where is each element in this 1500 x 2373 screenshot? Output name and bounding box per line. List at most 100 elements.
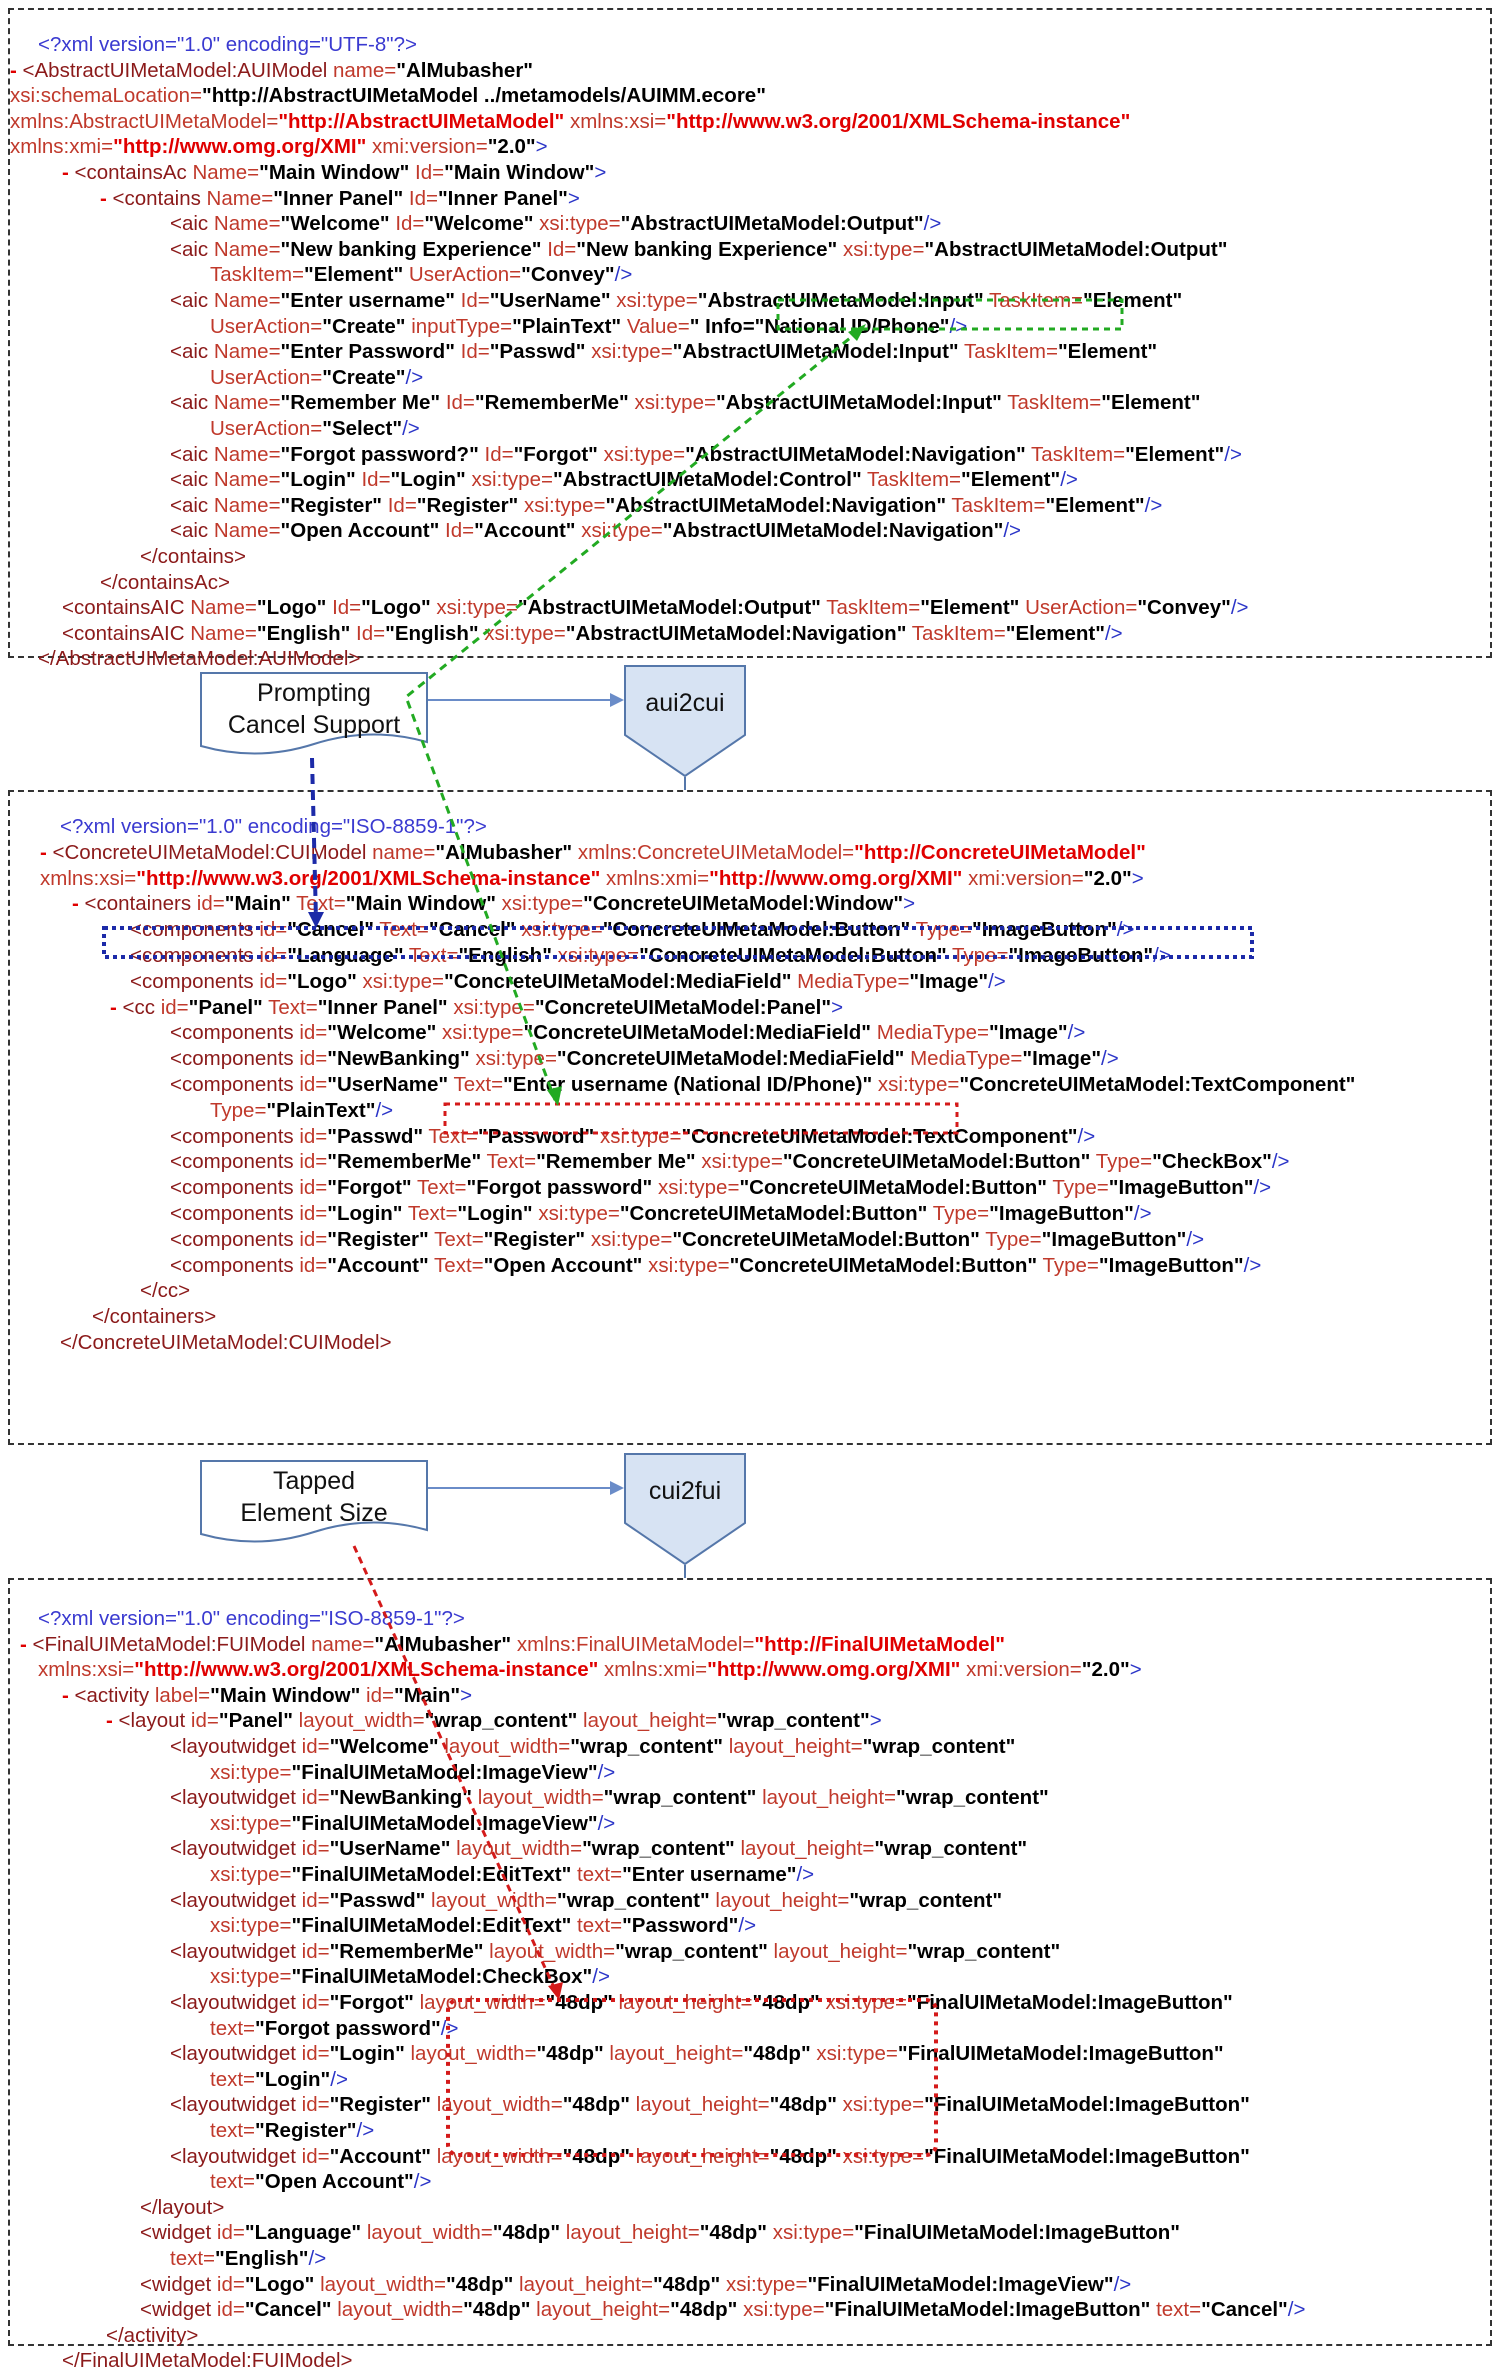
xml-token: "Convey" (521, 263, 615, 287)
xml-token: "48dp" (562, 2093, 630, 2117)
xml-token: /> (988, 969, 1006, 993)
xml-token: "Forgot password" (466, 1176, 653, 1200)
xml-token: /> (405, 365, 424, 389)
xml-token: " Info="National ID/Phone" (689, 314, 950, 338)
aui-xml-listing: <?xml version="1.0" encoding="UTF-8"?>- … (10, 10, 1490, 670)
xml-line: <components id="UserName" Text="Enter us… (170, 1072, 1355, 1097)
xml-token: Id= (439, 519, 475, 543)
xml-token: xsi:type= (628, 391, 716, 415)
xml-token: "Welcome" (280, 212, 390, 236)
xml-token: xsi:type= (819, 1991, 907, 2014)
xml-token: /> (1067, 1021, 1086, 1045)
xml-line: xsi:type="FinalUIMetaModel:ImageView"/> (210, 1811, 615, 1836)
xml-token: Name= (200, 186, 274, 210)
xml-token: "FinalUIMetaModel:EditText" (291, 1863, 572, 1886)
xml-token: xsi:type= (518, 493, 606, 517)
xml-token: Name= (208, 493, 281, 517)
xml-token: id= (293, 1176, 328, 1200)
xml-token: "2.0" (487, 135, 536, 159)
xml-token: Text= (481, 1150, 537, 1174)
xml-token: Name= (186, 161, 260, 184)
xml-token: "FinalUIMetaModel:ImageButton" (897, 2042, 1224, 2066)
xml-token: <aic (170, 289, 209, 312)
xml-token: /> (614, 263, 633, 287)
xml-token: /> (1230, 596, 1249, 620)
xml-token: "48dp" (752, 1991, 820, 2014)
xml-token: layout_width= (361, 2221, 493, 2245)
xml-line: xsi:type="FinalUIMetaModel:EditText" tex… (210, 1862, 814, 1887)
xml-token: "ImageButton" (1098, 1253, 1244, 1277)
xml-token: name= (305, 1632, 375, 1656)
xml-token: <components (170, 1150, 294, 1174)
xml-token: "Forgot" (329, 1991, 414, 2014)
xml-token: "Element" (1083, 289, 1183, 312)
xml-token: "Main Window" (210, 1683, 361, 1707)
xml-token: layout_height= (629, 2093, 770, 2117)
xml-token: Type= (927, 1202, 990, 1225)
xml-token: /> (1144, 493, 1163, 517)
xml-token: "http://www.w3.org/2001/XMLSchema-instan… (666, 109, 1131, 133)
xml-token: <AbstractUIMetaModel:AUIModel (22, 58, 328, 82)
xml-token: Name= (208, 340, 281, 364)
xml-token: <?xml version="1.0" encoding="ISO-8859-1… (38, 1607, 465, 1630)
xml-token: Value= (621, 314, 690, 338)
xml-token: "48dp" (769, 2093, 837, 2117)
xml-token: layout_height= (767, 1939, 908, 1963)
xml-token: <components (170, 1202, 294, 1225)
xml-token: <aic (170, 468, 209, 492)
xml-line: xmlns:xsi="http://www.w3.org/2001/XMLSch… (38, 1657, 1142, 1682)
xml-token: xsi:type= (837, 237, 925, 261)
xml-token: </containsAc> (100, 570, 230, 594)
xml-token: "Logo" (287, 969, 357, 993)
xml-token: "Enter username" (280, 289, 455, 312)
xml-token: layout_height= (629, 2144, 770, 2168)
xml-line: UserAction="Create" inputType="PlainText… (210, 314, 967, 339)
xml-token: xsi:type= (575, 519, 663, 543)
xml-line: <widget id="Logo" layout_width="48dp" la… (140, 2272, 1131, 2297)
prompting-cancel-support-shape: Prompting Cancel Support (200, 672, 428, 758)
xml-token: <?xml version="1.0" encoding="ISO-8859-1… (60, 815, 487, 838)
xml-token: xmlns:xmi= (600, 866, 710, 890)
xml-token: /> (738, 1914, 757, 1938)
xml-token: "48dp" (536, 2042, 604, 2066)
xml-token: xsi:type= (447, 995, 535, 1019)
xml-token: UserAction= (403, 263, 522, 287)
xml-token: "Inner Panel" (317, 995, 448, 1019)
xml-token: "Login" (327, 1202, 403, 1225)
xml-token: "Passwd" (327, 1124, 424, 1148)
xml-token: - (20, 1632, 33, 1656)
xml-token: /> (1003, 519, 1022, 543)
xml-line: xsi:type="FinalUIMetaModel:ImageView"/> (210, 1760, 615, 1785)
xml-token: "http://www.omg.org/XMI" (113, 135, 367, 159)
xml-token: "wrap_content" (849, 1888, 1003, 1912)
xml-line: </ConcreteUIMetaModel:CUIModel> (60, 1330, 392, 1355)
xml-token: xsi:type= (551, 944, 640, 967)
xml-token: Text= (373, 918, 429, 942)
xml-token: "ConcreteUIMetaModel:MediaField" (443, 969, 792, 993)
xml-token: "RememberMe" (329, 1939, 484, 1963)
xml-token: </cc> (140, 1279, 191, 1303)
xml-token: "Account" (329, 2144, 432, 2168)
xml-token: xmlns:ConcreteUIMetaModel= (572, 840, 855, 864)
xml-token: "Login" (329, 2042, 405, 2066)
xml-line: xmlns:AbstractUIMetaModel="http://Abstra… (10, 109, 1130, 134)
xml-token: <layoutwidget (170, 1888, 296, 1912)
xml-token: /> (1253, 1176, 1272, 1200)
xml-token: text= (170, 2247, 216, 2270)
xml-token: Name= (208, 391, 281, 415)
xml-token: "Account" (327, 1253, 429, 1277)
xml-token: "Login" (390, 468, 466, 492)
xml-token: "48dp" (545, 1991, 613, 2014)
xml-token: layout_height= (756, 1786, 897, 1810)
xml-token: /> (1271, 1150, 1290, 1174)
xml-token: "AbstractUIMetaModel:Output" (620, 212, 924, 236)
xml-token: xsi:type= (478, 621, 566, 645)
xml-token: id= (295, 2144, 330, 2168)
xml-token: "ImageButton" (972, 918, 1117, 942)
xml-token: Id= (454, 340, 490, 364)
xml-token: > (903, 892, 916, 916)
xml-token: Name= (208, 519, 281, 543)
xml-token: "ConcreteUIMetaModel:Button" (619, 1202, 928, 1225)
xml-token: "Language" (244, 2221, 362, 2245)
xml-token: <containsAIC (62, 621, 185, 645)
